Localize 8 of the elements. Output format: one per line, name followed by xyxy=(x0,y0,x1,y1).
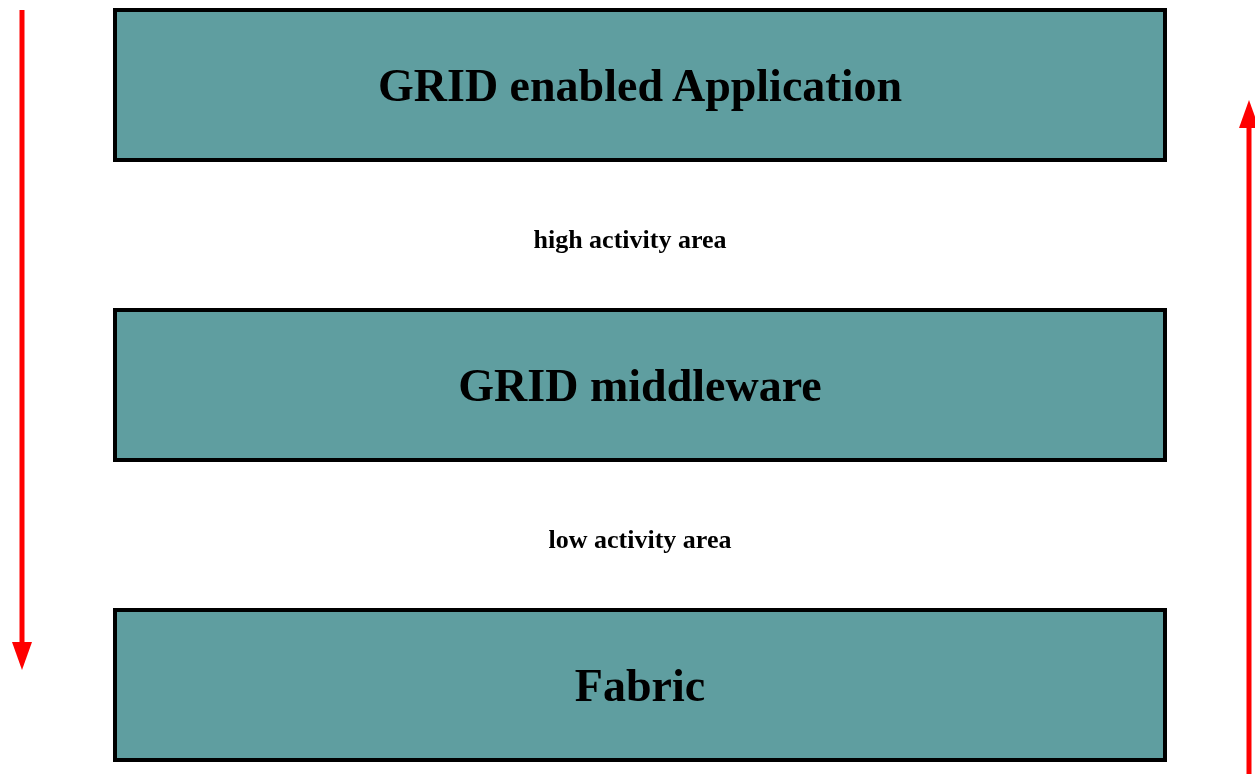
layer-title: Fabric xyxy=(574,658,706,712)
layer-title: GRID middleware xyxy=(458,358,822,412)
layer-box xyxy=(113,608,1167,762)
area-label: high activity area xyxy=(533,225,727,255)
layer-box xyxy=(113,8,1167,162)
area-label: low activity area xyxy=(548,525,732,555)
layer-box xyxy=(113,308,1167,462)
layer-title: GRID enabled Application xyxy=(378,58,902,112)
